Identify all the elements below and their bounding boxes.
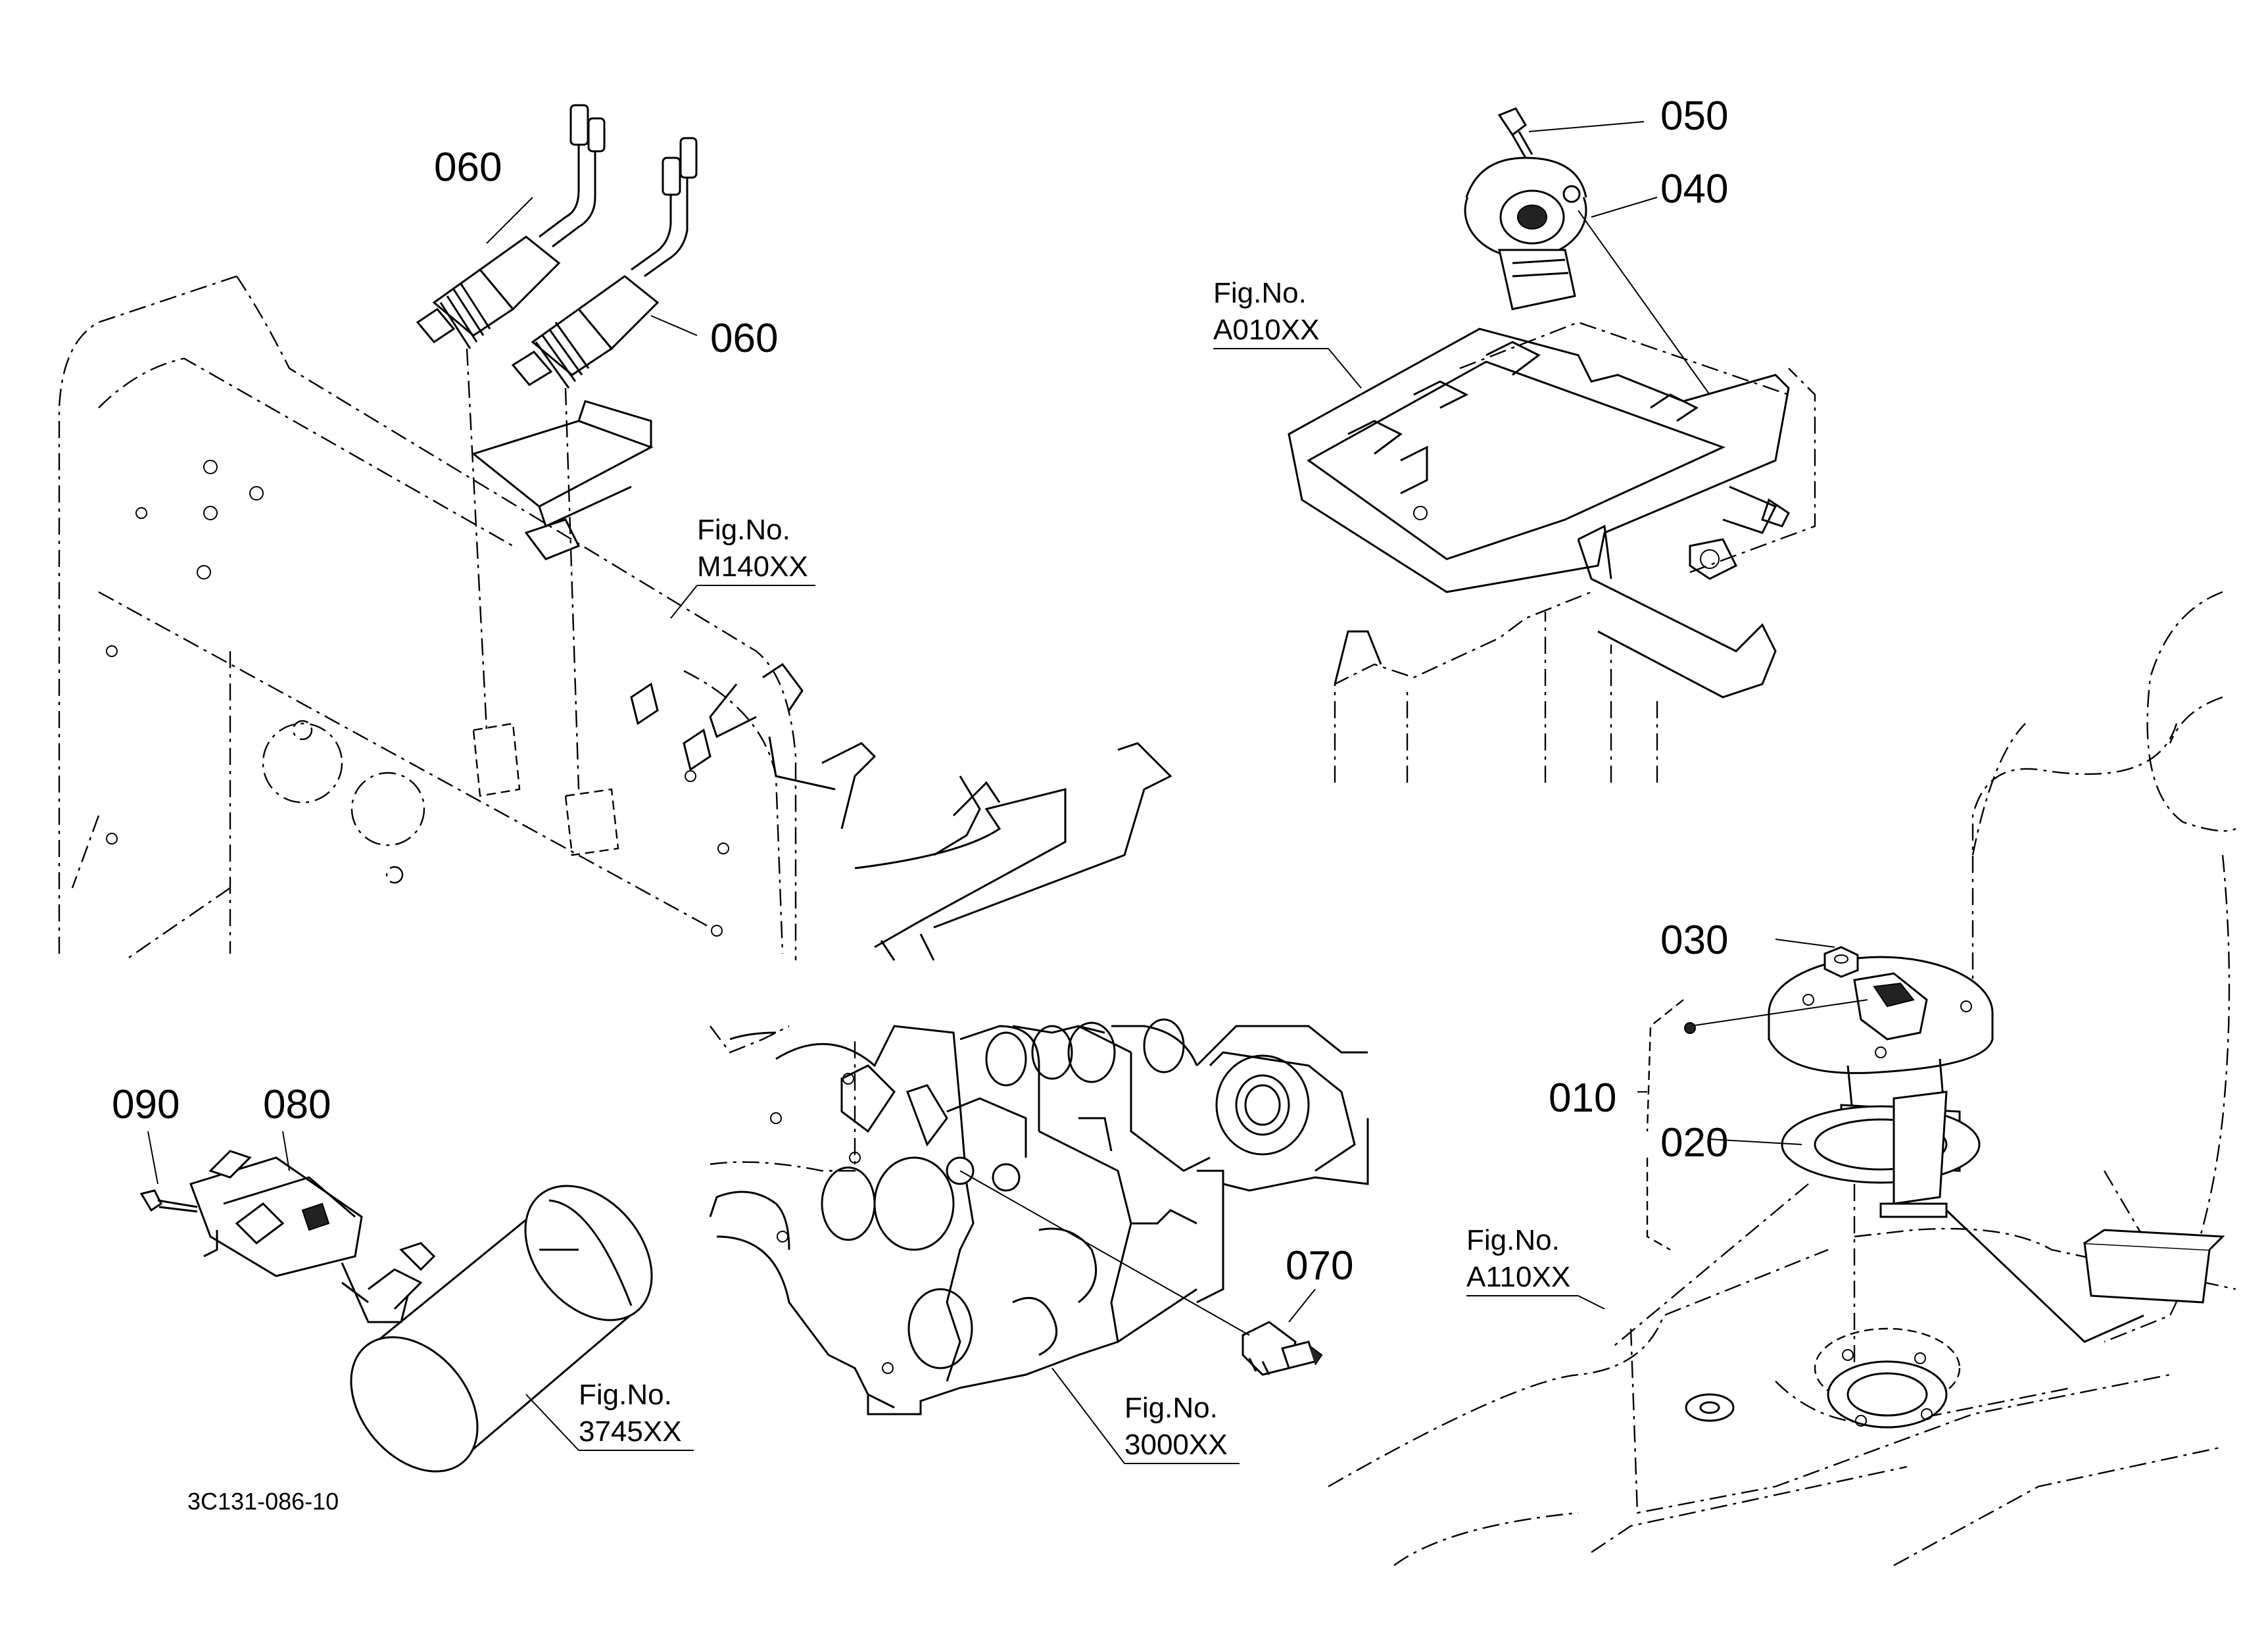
callout-060a[interactable]: 060 [434, 145, 502, 190]
switch-070[interactable] [959, 1170, 1323, 1376]
figref-m140[interactable]: Fig.No. M140XX [670, 514, 815, 619]
screw-050[interactable] [1497, 107, 1645, 159]
sensor-080[interactable] [189, 1131, 436, 1323]
nut-030[interactable] [1775, 939, 1859, 978]
figref-a110[interactable]: Fig.No. A110XX [1466, 1224, 1605, 1310]
callout-040[interactable]: 040 [1660, 166, 1728, 212]
sensor-040[interactable] [1464, 157, 1710, 395]
fuel-tank [1328, 591, 2236, 1567]
cylinder-3745 [350, 1185, 653, 1473]
engine-block-3000 [709, 1018, 1369, 1415]
pressure-switch-060a[interactable] [416, 104, 606, 349]
figref-a110-number: A110XX [1466, 1261, 1570, 1293]
callout-060b[interactable]: 060 [710, 316, 778, 361]
pressure-switch-060b[interactable] [511, 137, 698, 389]
callout-080[interactable]: 080 [263, 1082, 331, 1127]
figref-m140-title: Fig.No. [697, 514, 790, 546]
callout-030[interactable]: 030 [1660, 918, 1728, 963]
callout-070[interactable]: 070 [1286, 1243, 1353, 1289]
drawing-code: 3C131-086-10 [187, 1488, 339, 1515]
figref-a010[interactable]: Fig.No. A010XX [1213, 277, 1362, 389]
figref-3745-number: 3745XX [579, 1415, 682, 1448]
bracket-010 [1637, 999, 1684, 1251]
dashboard-panel-assembly [58, 275, 1172, 961]
figref-3745[interactable]: Fig.No. 3745XX [525, 1379, 694, 1451]
callout-050[interactable]: 050 [1660, 93, 1728, 139]
screw-090[interactable] [139, 1131, 198, 1213]
leader-lines-060 [466, 197, 698, 790]
callout-090[interactable]: 090 [112, 1082, 180, 1127]
figref-3745-title: Fig.No. [579, 1379, 672, 1411]
figref-3000-number: 3000XX [1124, 1429, 1228, 1461]
figref-a010-number: A010XX [1213, 314, 1319, 346]
figref-3000-title: Fig.No. [1124, 1392, 1218, 1424]
figref-a110-title: Fig.No. [1466, 1224, 1560, 1256]
fuel-pump-010[interactable] [1684, 956, 2225, 1381]
figref-m140-number: M140XX [697, 551, 808, 583]
callout-010[interactable]: 010 [1549, 1075, 1616, 1121]
callout-020[interactable]: 020 [1660, 1120, 1728, 1166]
fuel-tank-opening [1827, 1349, 1948, 1429]
figref-a010-title: Fig.No. [1213, 277, 1307, 309]
figref-3000[interactable]: Fig.No. 3000XX [1051, 1367, 1240, 1464]
bracket-assembly-a010 [1288, 321, 1816, 783]
